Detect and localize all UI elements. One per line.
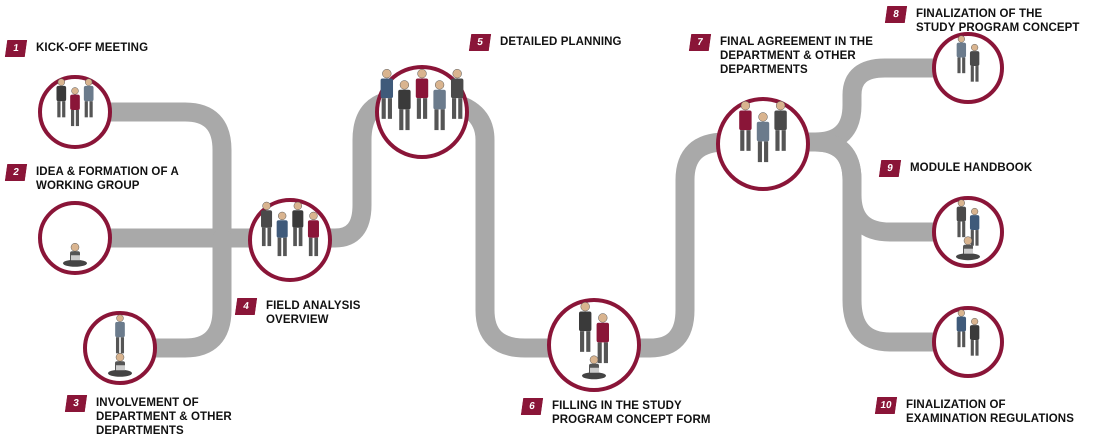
step-4-label: FIELD ANALYSIS OVERVIEW [266, 300, 361, 326]
person-figure [115, 314, 125, 354]
milestone-7 [716, 97, 810, 191]
person-figure [292, 201, 304, 247]
process-path [65, 58, 980, 358]
person-figure [56, 78, 67, 118]
path-segment-3 [110, 228, 232, 358]
milestone-ring-10 [932, 306, 1004, 378]
step-4-badge: 4 [235, 298, 257, 315]
step-6: 6 FILLING IN THE STUDY PROGRAM CONCEPT F… [522, 398, 711, 427]
step-10: 10 FINALIZATION OF EXAMINATION REGULATIO… [876, 397, 1074, 426]
milestone-5 [375, 65, 469, 159]
milestone-3 [83, 311, 157, 385]
path-segment-1 [65, 102, 232, 248]
step-9: 9 MODULE HANDBOOK [880, 160, 1032, 177]
milestone-ring-3 [83, 311, 157, 385]
step-8-label: FINALIZATION OF THE STUDY PROGRAM CONCEP… [916, 8, 1080, 34]
step-6-label: FILLING IN THE STUDY PROGRAM CONCEPT FOR… [552, 400, 711, 426]
person-figure [307, 211, 319, 257]
seated-figure [956, 236, 980, 261]
person-figure [415, 69, 429, 119]
person-figure [969, 317, 980, 356]
step-1-label: KICK-OFF MEETING [36, 42, 149, 54]
step-9-label: MODULE HANDBOOK [910, 162, 1033, 174]
path-segment-6 [585, 132, 775, 358]
person-figure [774, 101, 787, 151]
step-10-badge: 10 [875, 397, 897, 414]
person-figure [739, 101, 752, 151]
person-figure [578, 302, 592, 352]
seated-figure [108, 353, 132, 377]
step-9-badge: 9 [879, 160, 901, 177]
step-6-badge: 6 [521, 398, 543, 415]
step-2-label: IDEA & FORMATION OF A WORKING GROUP [36, 166, 179, 192]
step-5-badge: 5 [469, 34, 491, 51]
step-3-label: INVOLVEMENT OF DEPARTMENT & OTHER DEPART… [96, 397, 232, 437]
step-7: 7 FINAL AGREEMENT IN THE DEPARTMENT & OT… [690, 34, 873, 77]
person-figure [956, 35, 967, 74]
person-figure [433, 80, 446, 131]
step-8: 8 FINALIZATION OF THE STUDY PROGRAM CONC… [886, 6, 1080, 35]
path-segment-9 [805, 132, 980, 352]
step-3: 3 INVOLVEMENT OF DEPARTMENT & OTHER DEPA… [66, 395, 232, 438]
step-5: 5 DETAILED PLANNING [470, 34, 622, 51]
milestone-circles [38, 32, 1004, 392]
person-figure [70, 87, 80, 127]
milestone-10 [932, 306, 1004, 378]
step-2: 2 IDEA & FORMATION OF A WORKING GROUP [6, 164, 179, 193]
person-figure [398, 80, 411, 131]
milestone-6 [547, 298, 641, 392]
milestone-4 [248, 198, 332, 282]
person-figure [969, 207, 980, 246]
person-figure [450, 69, 464, 119]
step-7-label: FINAL AGREEMENT IN THE DEPARTMENT & OTHE… [720, 36, 873, 76]
person-figure [261, 201, 273, 247]
milestone-ring-8 [932, 32, 1004, 104]
step-7-badge: 7 [689, 34, 711, 51]
milestone-ring-2 [38, 201, 112, 275]
person-figure [956, 199, 967, 238]
milestone-ring-9 [932, 196, 1004, 268]
person-figure [276, 211, 288, 257]
step-10-label: FINALIZATION OF EXAMINATION REGULATIONS [906, 399, 1074, 425]
step-3-badge: 3 [65, 395, 87, 412]
person-figure [380, 69, 394, 119]
step-1: 1 KICK-OFF MEETING [6, 40, 148, 57]
seated-figure [582, 355, 606, 380]
milestone-1 [38, 75, 112, 149]
seated-figure [63, 243, 87, 267]
milestone-ring-5 [375, 65, 469, 159]
step-4: 4 FIELD ANALYSIS OVERVIEW [236, 298, 360, 327]
step-2-badge: 2 [5, 164, 27, 181]
milestone-ring-6 [547, 298, 641, 392]
step-8-badge: 8 [885, 6, 907, 23]
person-figure [956, 309, 967, 348]
milestone-2 [38, 201, 112, 275]
person-figure [596, 313, 610, 364]
person-figure [756, 112, 770, 163]
person-figure [969, 43, 980, 82]
person-figure [83, 78, 94, 118]
step-1-badge: 1 [5, 40, 27, 57]
milestone-8 [932, 32, 1004, 104]
step-5-label: DETAILED PLANNING [500, 36, 622, 48]
milestone-9 [932, 196, 1004, 268]
